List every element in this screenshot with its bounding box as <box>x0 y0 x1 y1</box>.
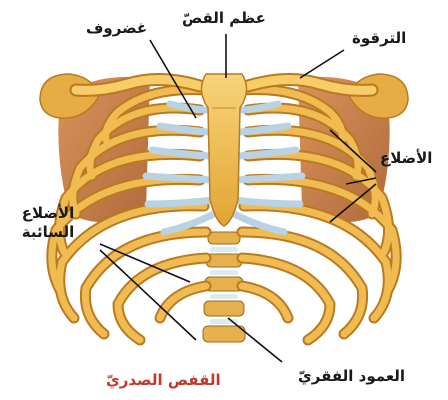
leader-clavicle <box>300 50 344 78</box>
label-clavicle: الترقوة <box>352 30 406 47</box>
label-floating-ribs-line2: السائبة <box>8 223 88 242</box>
label-cartilage: غضروف <box>86 20 147 37</box>
label-vertebral-column: العمود الفقريّ <box>298 368 405 385</box>
label-floating-ribs-line1: الأضلاع <box>8 204 88 223</box>
diagram-title: القفص الصدريّ <box>106 372 221 389</box>
label-floating-ribs: الأضلاع السائبة <box>8 204 88 242</box>
label-ribs: الأضلاع <box>380 150 432 167</box>
label-sternum: عظم القصّ <box>182 10 266 27</box>
